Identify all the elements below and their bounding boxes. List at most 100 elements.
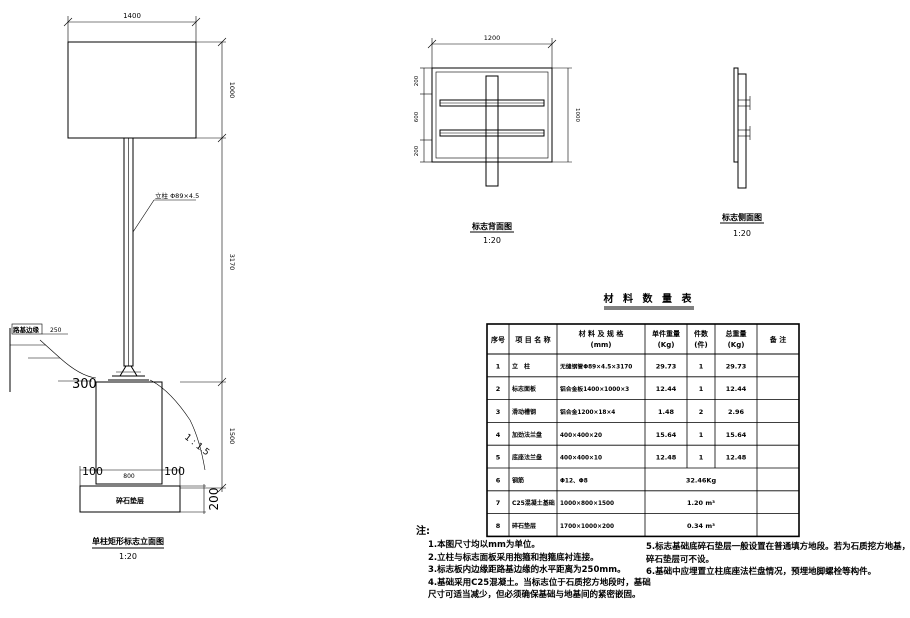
table-cell-spec: 400×400×20: [560, 433, 602, 439]
gravel-cushion: [79, 485, 181, 513]
back-dim-right: 1000: [574, 108, 580, 122]
back-sign-panel: [431, 67, 553, 163]
table-cell-spec: 铝合金1200×18×4: [560, 408, 615, 416]
dim-foundation-height: 1500: [228, 428, 236, 445]
concrete-foundation: [95, 381, 163, 485]
table-title: 材 料 数 量 表: [604, 292, 695, 305]
table-cell-count: 1: [699, 431, 704, 439]
table-cell-name: 碎石垫层: [512, 522, 536, 530]
table-header-unit: (Kg): [658, 341, 675, 349]
base-dim-mid: 800: [123, 473, 135, 480]
table-cell-unit-weight: 12.44: [656, 385, 677, 393]
gravel-dim: 200: [207, 488, 221, 511]
side-panel: [733, 67, 739, 163]
table-header-unit: (件): [694, 340, 707, 349]
table-header-cell: 序号: [490, 335, 505, 344]
note-line: 4.基础采用C25混凝土。当标志位于石质挖方地段时，基础: [428, 577, 651, 588]
note-line: 1.本图尺寸均以mm为单位。: [428, 540, 540, 550]
elevation-scale: 1:20: [119, 552, 137, 561]
table-cell-spec: 铝合金板1400×1000×3: [560, 385, 629, 393]
table-cell-total: 32.46Kg: [686, 476, 717, 484]
table-header-cell: 总重量: [726, 329, 747, 338]
table-cell-total: 1.20 m³: [687, 499, 715, 507]
note-line: 5.标志基础底碎石垫层一般设置在普通填方地段。若为石质挖方地基，: [646, 542, 910, 552]
post-label: 立柱 Φ89×4.5: [155, 191, 199, 200]
dim-post-height: 3170: [228, 254, 236, 271]
table-cell-total: 29.73: [726, 362, 747, 370]
table-header-cell: 备 注: [769, 335, 786, 344]
road-edge-label: 路基边缘: [13, 325, 40, 334]
notes-left: 1.本图尺寸均以mm为单位。 2.立柱与标志面板采用抱箍和抱箍底衬连接。 3.标志板…: [428, 539, 651, 602]
table-cell-name: 加劲法兰盘: [511, 431, 542, 439]
table-cell-total: 12.44: [726, 385, 747, 393]
table-header-cell: 单件重量: [652, 329, 680, 338]
offset-300: 300: [72, 377, 97, 392]
back-view-title: 标志背面图: [471, 221, 512, 231]
table-cell-name: 钢筋: [512, 476, 524, 484]
table-header-cell: 件数: [694, 329, 709, 338]
note-line: 碎石垫层可不设。: [646, 554, 715, 565]
table-cell-index: 3: [496, 408, 501, 416]
table-cell-spec: Φ12、Φ8: [560, 478, 588, 484]
elevation-view: 1400 立柱 Φ89×4.5 1000 3170 1500 路基边缘 250: [9, 12, 236, 561]
back-dim-left-1: 200: [414, 75, 420, 86]
back-view-scale: 1:20: [483, 236, 501, 245]
elevation-title: 单柱矩形标志立面图: [92, 536, 164, 546]
sign-panel: [67, 41, 197, 139]
back-dim-left-2: 600: [414, 111, 420, 122]
table-cell-spec: 无缝钢管Φ89×4.5×3170: [559, 362, 632, 370]
table-header-unit: (mm): [591, 341, 612, 349]
base-dim-right: 100: [164, 465, 185, 478]
table-cell-total: 12.48: [726, 454, 747, 462]
dim-sign-height: 1000: [228, 82, 236, 99]
table-cell-index: 2: [496, 385, 501, 393]
table-cell-count: 1: [699, 362, 704, 370]
table-cell-index: 8: [496, 522, 501, 530]
table-cell-unit-weight: 15.64: [656, 431, 677, 439]
notes-right: 5.标志基础底碎石垫层一般设置在普通填方地段。若为石质挖方地基， 碎石垫层可不设…: [646, 541, 910, 579]
back-view: 1200 200 600 200 1000 标志背面图 1:20: [414, 34, 580, 245]
back-dim-left-3: 200: [414, 145, 420, 156]
drawing-canvas: 1400 立柱 Φ89×4.5 1000 3170 1500 路基边缘 250: [9, 12, 800, 561]
table-cell-spec: 1700×1000×200: [560, 524, 614, 530]
table-cell-name: 立 柱: [512, 362, 530, 370]
materials-table: 序号 项 目 名 称 材 料 及 规 格 (mm) 单件重量 (Kg) 件数 (件) 总重量 (K…: [486, 323, 800, 538]
table-cell-unit-weight: 29.73: [656, 362, 677, 370]
table-cell-count: 1: [699, 385, 704, 393]
table-cell-total: 15.64: [726, 431, 747, 439]
road-edge-dim: 250: [50, 327, 62, 334]
table-cell-index: 4: [496, 431, 501, 439]
note-line: 尺寸可适当减少，但必须确保基础与地基间的紧密嵌固。: [428, 590, 641, 600]
table-cell-index: 5: [496, 454, 501, 462]
table-header-cell: 材 料 及 规 格: [578, 329, 625, 338]
dim-sign-width: 1400: [123, 12, 141, 20]
table-cell-index: 1: [496, 362, 501, 370]
table-cell-index: 6: [496, 476, 501, 484]
table-cell-unit-weight: 1.48: [658, 408, 675, 416]
table-cell-spec: 400×400×10: [560, 456, 602, 462]
note-line: 6.基础中应埋置立柱底座法栏盘情况，预埋地脚螺栓等构件。: [646, 567, 877, 577]
notes-heading: 注:: [416, 526, 430, 537]
back-dim-width: 1200: [484, 34, 501, 42]
table-cell-name: 标志面板: [511, 385, 537, 393]
table-header-unit: (Kg): [728, 341, 745, 349]
table-cell-total: 2.96: [728, 408, 745, 416]
side-view: 标志侧面图 1:20: [720, 67, 764, 238]
note-line: 3.标志板内边缘距路基边缘的水平距离为250mm。: [428, 565, 626, 575]
base-dim-left: 100: [82, 465, 103, 478]
side-post: [737, 73, 747, 189]
table-cell-spec: 1000×800×1500: [560, 501, 614, 507]
notes-block: 注:: [416, 526, 430, 539]
table-cell-total: 0.34 m³: [687, 522, 715, 530]
note-line: 2.立柱与标志面板采用抱箍和抱箍底衬连接。: [428, 552, 599, 563]
table-cell-name: 底座法兰盘: [512, 454, 542, 462]
table-cell-count: 2: [699, 408, 704, 416]
side-view-scale: 1:20: [733, 229, 751, 238]
table-cell-unit-weight: 12.48: [656, 454, 677, 462]
gravel-label: 碎石垫层: [116, 496, 144, 505]
table-cell-name: C25混凝土基础: [512, 499, 555, 507]
table-cell-index: 7: [496, 499, 501, 507]
table-cell-name: 滑动槽钢: [512, 408, 536, 416]
table-header-cell: 项 目 名 称: [515, 335, 550, 344]
side-view-title: 标志侧面图: [721, 212, 762, 222]
